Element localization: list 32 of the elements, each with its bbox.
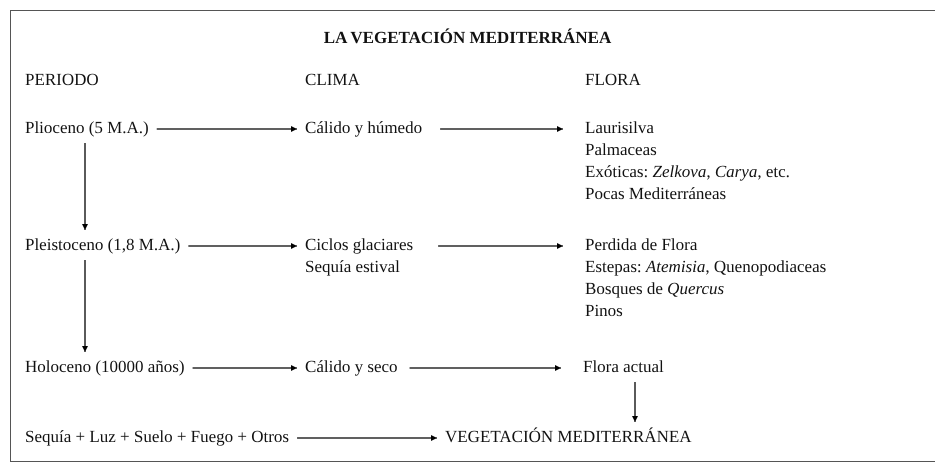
column-header: CLIMA <box>305 69 360 91</box>
arrow <box>297 435 437 441</box>
node-text: Sequía estival <box>305 256 401 278</box>
arrow <box>632 382 638 422</box>
node-text: Holoceno (10000 años) <box>25 356 185 378</box>
title: LA VEGETACIÓN MEDITERRÁNEA <box>324 27 612 49</box>
node-text: Laurisilva <box>585 117 655 139</box>
arrow <box>440 126 563 132</box>
node-text: Flora actual <box>583 356 664 378</box>
node-text: Palmaceas <box>585 139 658 161</box>
node-text: Ciclos glaciares <box>305 234 414 256</box>
node-text: VEGETACIÓN MEDITERRÁNEA <box>445 426 692 448</box>
column-header: FLORA <box>585 69 641 91</box>
arrow <box>156 126 297 132</box>
arrow <box>82 260 88 352</box>
node-text: Cálido y húmedo <box>305 117 422 139</box>
node-text: Cálido y seco <box>305 356 398 378</box>
column-header: PERIODO <box>25 69 99 91</box>
node-text: Pleistoceno (1,8 M.A.) <box>25 234 180 256</box>
node-text: Estepas: Atemisia, Quenopodiaceas <box>585 256 826 278</box>
arrow <box>192 365 297 371</box>
node-text: Pinos <box>585 300 624 322</box>
node-text: Bosques de Quercus <box>585 278 726 300</box>
arrow <box>410 365 561 371</box>
node-text: Pocas Mediterráneas <box>585 183 728 205</box>
arrow <box>82 143 88 230</box>
node-text: Sequía + Luz + Suelo + Fuego + Otros <box>25 426 290 448</box>
arrow <box>188 243 297 249</box>
node-text: Perdida de Flora <box>585 234 698 256</box>
arrow <box>438 243 563 249</box>
node-text: Plioceno (5 M.A.) <box>25 117 149 139</box>
node-text: Exóticas: Zelkova, Carya, etc. <box>585 161 790 183</box>
